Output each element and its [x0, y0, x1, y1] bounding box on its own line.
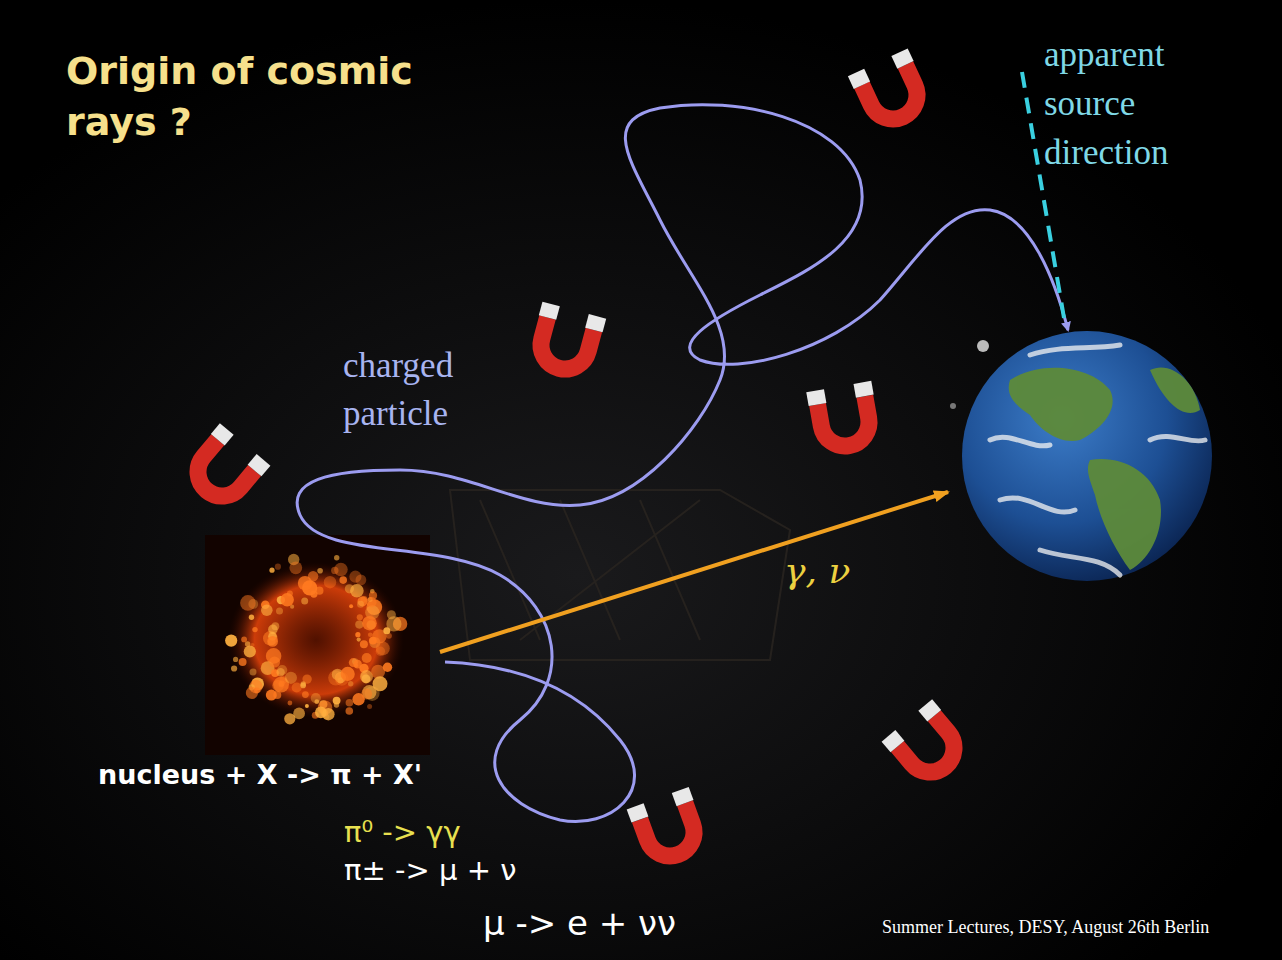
charged-pion-decay-formula: π± -> μ + ν: [344, 852, 516, 888]
slide-title: Origin of cosmic rays ?: [66, 46, 426, 149]
footer-note: Summer Lectures, DESY, August 26th Berli…: [882, 916, 1209, 939]
pion-decay-formula: π⁰ -> γγ: [344, 814, 461, 850]
photon-neutrino-label: γ, ν: [784, 548, 850, 593]
apparent-direction-label: apparent source direction: [1044, 30, 1234, 177]
muon-decay-formula: μ -> e + νν: [483, 902, 676, 945]
charged-particle-label: charged particle: [343, 342, 508, 439]
reaction-formula: nucleus + X -> π + X': [98, 758, 422, 792]
